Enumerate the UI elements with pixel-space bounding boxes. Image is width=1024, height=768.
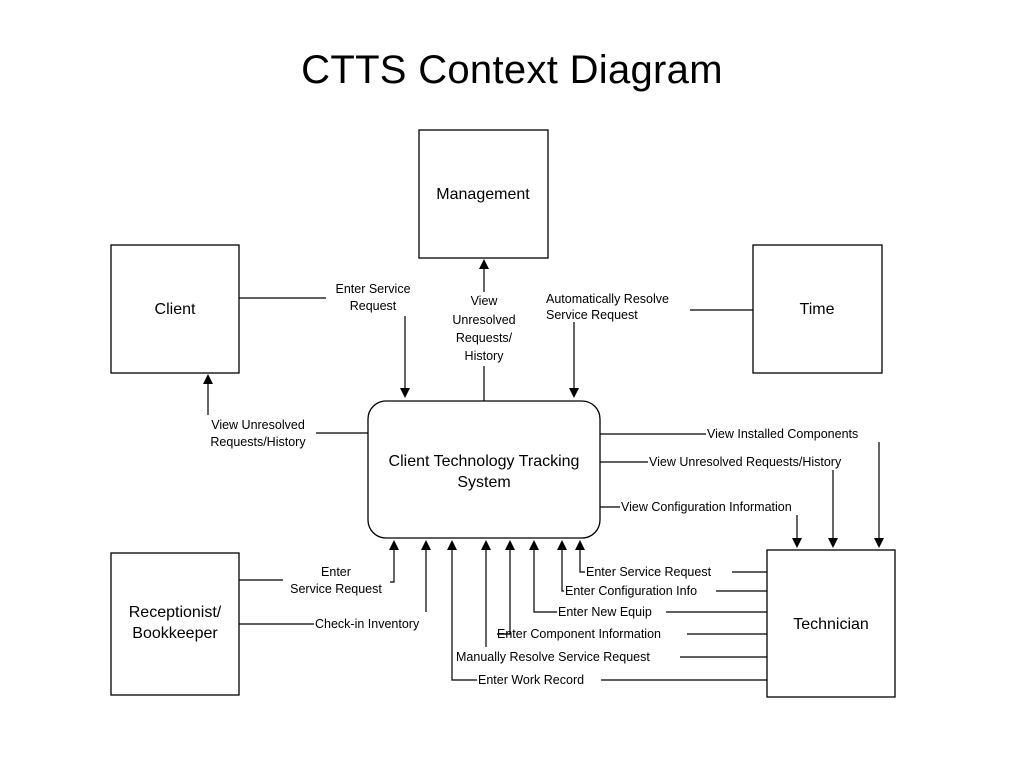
flow-label: Enter Service — [335, 282, 410, 296]
process-label-1: Client Technology Tracking — [389, 453, 580, 470]
flow-label: Manually Resolve Service Request — [456, 650, 650, 664]
flow-label: Enter Work Record — [478, 673, 584, 687]
flow-label: Requests/ — [456, 331, 513, 345]
flow-receptionist-checkin-inventory: Check-in Inventory — [239, 540, 431, 631]
flow-label: View Installed Components — [707, 427, 858, 441]
flow-label: Service Request — [546, 308, 638, 322]
flow-label: Request — [350, 299, 397, 313]
slide-title: CTTS Context Diagram — [301, 48, 723, 92]
flow-label: View Configuration Information — [621, 500, 792, 514]
flow-label: Enter Component Information — [497, 627, 661, 641]
flow-label: Unresolved — [452, 313, 515, 327]
flow-receptionist-enter-service-request: Enter Service Request — [239, 540, 399, 596]
flow-label: Requests/History — [210, 435, 306, 449]
flow-tech-enter-new-equip: Enter New Equip — [529, 540, 767, 619]
flow-label: Automatically Resolve — [546, 292, 669, 306]
flow-label: Enter — [321, 565, 351, 579]
flow-tech-enter-service-request: Enter Service Request — [575, 540, 767, 579]
entity-management-label: Management — [436, 186, 530, 203]
entity-management: Management — [418, 129, 549, 259]
flow-time-auto-resolve: Automatically Resolve Service Request — [546, 292, 753, 398]
flow-label: Enter New Equip — [558, 605, 652, 619]
entity-client-label: Client — [155, 301, 196, 318]
flow-tech-manually-resolve-service-request: Manually Resolve Service Request — [456, 540, 767, 664]
entity-time: Time — [752, 244, 883, 374]
flow-tech-enter-work-record: Enter Work Record — [447, 540, 767, 687]
entity-technician-label: Technician — [793, 616, 869, 633]
entity-receptionist-label-2: Bookkeeper — [132, 625, 218, 642]
process-client-technology-tracking-system: Client Technology Tracking System — [367, 400, 601, 539]
flow-tech-view-installed-components: View Installed Components — [600, 427, 884, 548]
flow-tech-view-configuration: View Configuration Information — [600, 500, 802, 548]
flow-management-view-unresolved: View Unresolved Requests/ History — [452, 259, 516, 401]
flow-label: View Unresolved — [211, 418, 305, 432]
flow-client-view-unresolved: View Unresolved Requests/History — [203, 374, 368, 449]
flow-client-enter-service-request: Enter Service Request — [239, 282, 411, 398]
flow-tech-view-unresolved: View Unresolved Requests/History — [600, 455, 842, 548]
flow-tech-enter-component-information: Enter Component Information — [497, 540, 767, 641]
flow-label: Enter Service Request — [586, 565, 712, 579]
process-label-2: System — [457, 474, 510, 491]
flow-tech-enter-configuration-info: Enter Configuration Info — [557, 540, 767, 598]
flow-label: Service Request — [290, 582, 382, 596]
entity-receptionist-bookkeeper: Receptionist/ Bookkeeper — [110, 552, 240, 696]
flow-label: History — [465, 349, 505, 363]
entity-client: Client — [110, 244, 240, 374]
flow-label: View — [471, 294, 499, 308]
flow-label: Check-in Inventory — [315, 617, 420, 631]
entity-time-label: Time — [800, 301, 835, 318]
entity-receptionist-label-1: Receptionist/ — [129, 604, 222, 621]
flow-label: Enter Configuration Info — [565, 584, 697, 598]
entity-technician: Technician — [766, 549, 896, 698]
flow-label: View Unresolved Requests/History — [649, 455, 842, 469]
